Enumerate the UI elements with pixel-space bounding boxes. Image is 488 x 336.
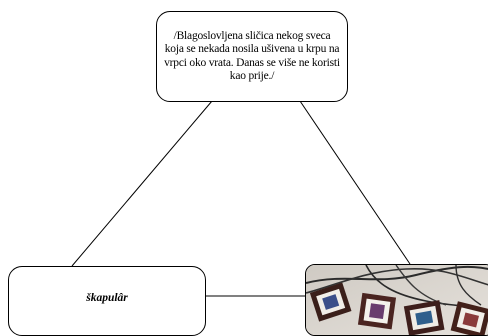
connector-definition-term (71, 100, 213, 267)
connector-definition-picture (299, 100, 411, 265)
connector-lines (71, 100, 411, 297)
definition-text: /Blagoslovljena sličica nekog sveca koja… (164, 29, 340, 83)
scapular-photo (305, 264, 488, 336)
term-box: škapulâr (8, 266, 206, 336)
term-label: škapulâr (86, 292, 128, 304)
definition-box: /Blagoslovljena sličica nekog sveca koja… (156, 11, 348, 102)
scapular-illustration (306, 265, 488, 335)
